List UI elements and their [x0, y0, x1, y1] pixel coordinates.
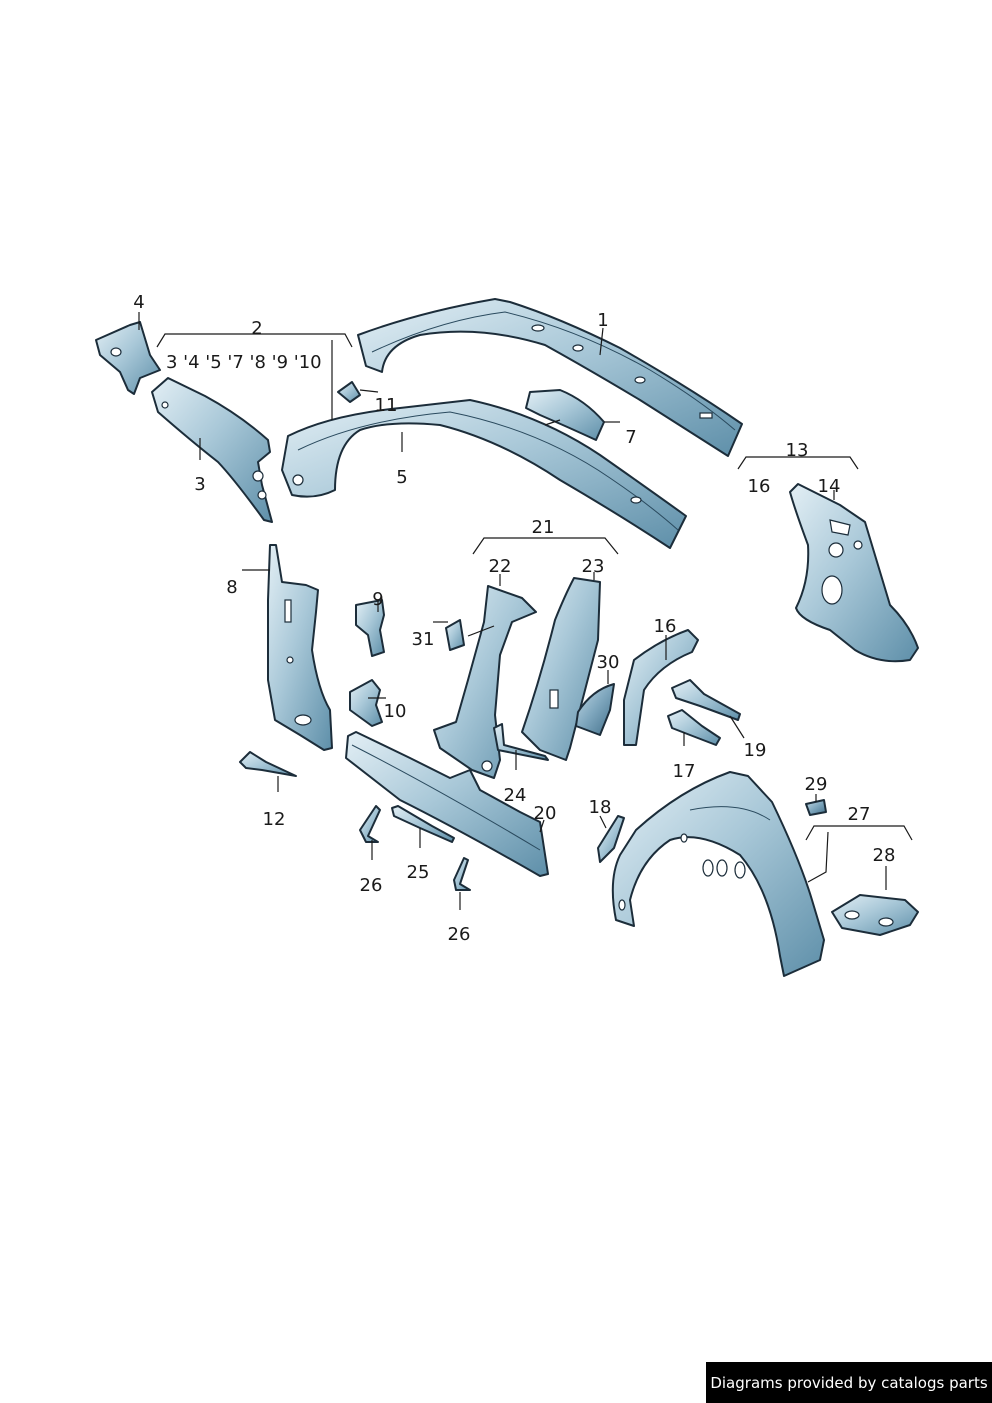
label-16-b: 16	[654, 616, 677, 637]
label-16-a: 16	[748, 476, 771, 497]
label-30: 30	[597, 652, 620, 673]
label-14: 14	[818, 476, 841, 497]
label-2: 2	[251, 318, 262, 339]
part-27-wheel-housing[interactable]	[611, 771, 825, 977]
label-22: 22	[489, 556, 512, 577]
label-10: 10	[384, 701, 407, 722]
label-9: 9	[372, 589, 383, 610]
part-26-bracket-a[interactable]	[359, 805, 381, 843]
part-26-bracket-b[interactable]	[453, 857, 471, 891]
diagram-credit-banner: Diagrams provided by catalogs parts	[706, 1362, 992, 1403]
label-25: 25	[407, 862, 430, 883]
part-18-bracket[interactable]	[597, 815, 625, 863]
part-9-bracket[interactable]	[355, 599, 385, 657]
callout-labels: 1 2 3 '4 '5 '7 '8 '9 '10 3 4 5 7 8 9 10 …	[133, 292, 895, 945]
part-1-upper-rail[interactable]	[357, 298, 743, 457]
part-24-bracket[interactable]	[493, 723, 549, 761]
part-17-bracket[interactable]	[667, 709, 721, 746]
part-30-panel[interactable]	[575, 683, 615, 736]
label-28: 28	[873, 845, 896, 866]
label-21: 21	[532, 517, 555, 538]
leader-lines	[138, 312, 913, 910]
label-31: 31	[412, 629, 435, 650]
label-5: 5	[396, 467, 407, 488]
label-11: 11	[375, 395, 398, 416]
label-2-subparts: 3 '4 '5 '7 '8 '9 '10	[166, 352, 322, 373]
label-4: 4	[133, 292, 144, 313]
label-12: 12	[263, 809, 286, 830]
part-31-plate[interactable]	[445, 619, 465, 651]
part-23-b-pillar-outer[interactable]	[521, 577, 601, 761]
part-25-bracket[interactable]	[391, 805, 455, 843]
label-19: 19	[744, 740, 767, 761]
label-3: 3	[194, 474, 205, 495]
part-22-b-pillar[interactable]	[433, 585, 537, 779]
part-4-bracket[interactable]	[95, 321, 161, 395]
label-27: 27	[848, 804, 871, 825]
part-19-strip[interactable]	[671, 679, 741, 721]
label-20: 20	[534, 803, 557, 824]
part-28-plate[interactable]	[831, 894, 919, 936]
part-7-reinforcement[interactable]	[525, 389, 605, 441]
label-1: 1	[597, 310, 608, 331]
part-16-pillar-piece[interactable]	[623, 629, 699, 746]
part-5-inner-rail[interactable]	[281, 399, 687, 549]
part-10-bracket[interactable]	[349, 679, 383, 727]
part-29-plug[interactable]	[805, 799, 827, 816]
label-26-b: 26	[448, 924, 471, 945]
label-23: 23	[582, 556, 605, 577]
label-8: 8	[226, 577, 237, 598]
label-24: 24	[504, 785, 527, 806]
part-14-quarter-inner[interactable]	[789, 483, 919, 663]
label-29: 29	[805, 774, 828, 795]
label-18: 18	[589, 797, 612, 818]
part-3-pillar-piece[interactable]	[151, 377, 273, 523]
label-17: 17	[673, 761, 696, 782]
part-12-bracket[interactable]	[239, 751, 297, 777]
part-8-pillar-inner[interactable]	[267, 544, 333, 751]
part-20-sill[interactable]	[345, 731, 549, 877]
label-26-a: 26	[360, 875, 383, 896]
label-7: 7	[625, 427, 636, 448]
part-11-clip[interactable]	[337, 381, 361, 403]
label-13: 13	[786, 440, 809, 461]
